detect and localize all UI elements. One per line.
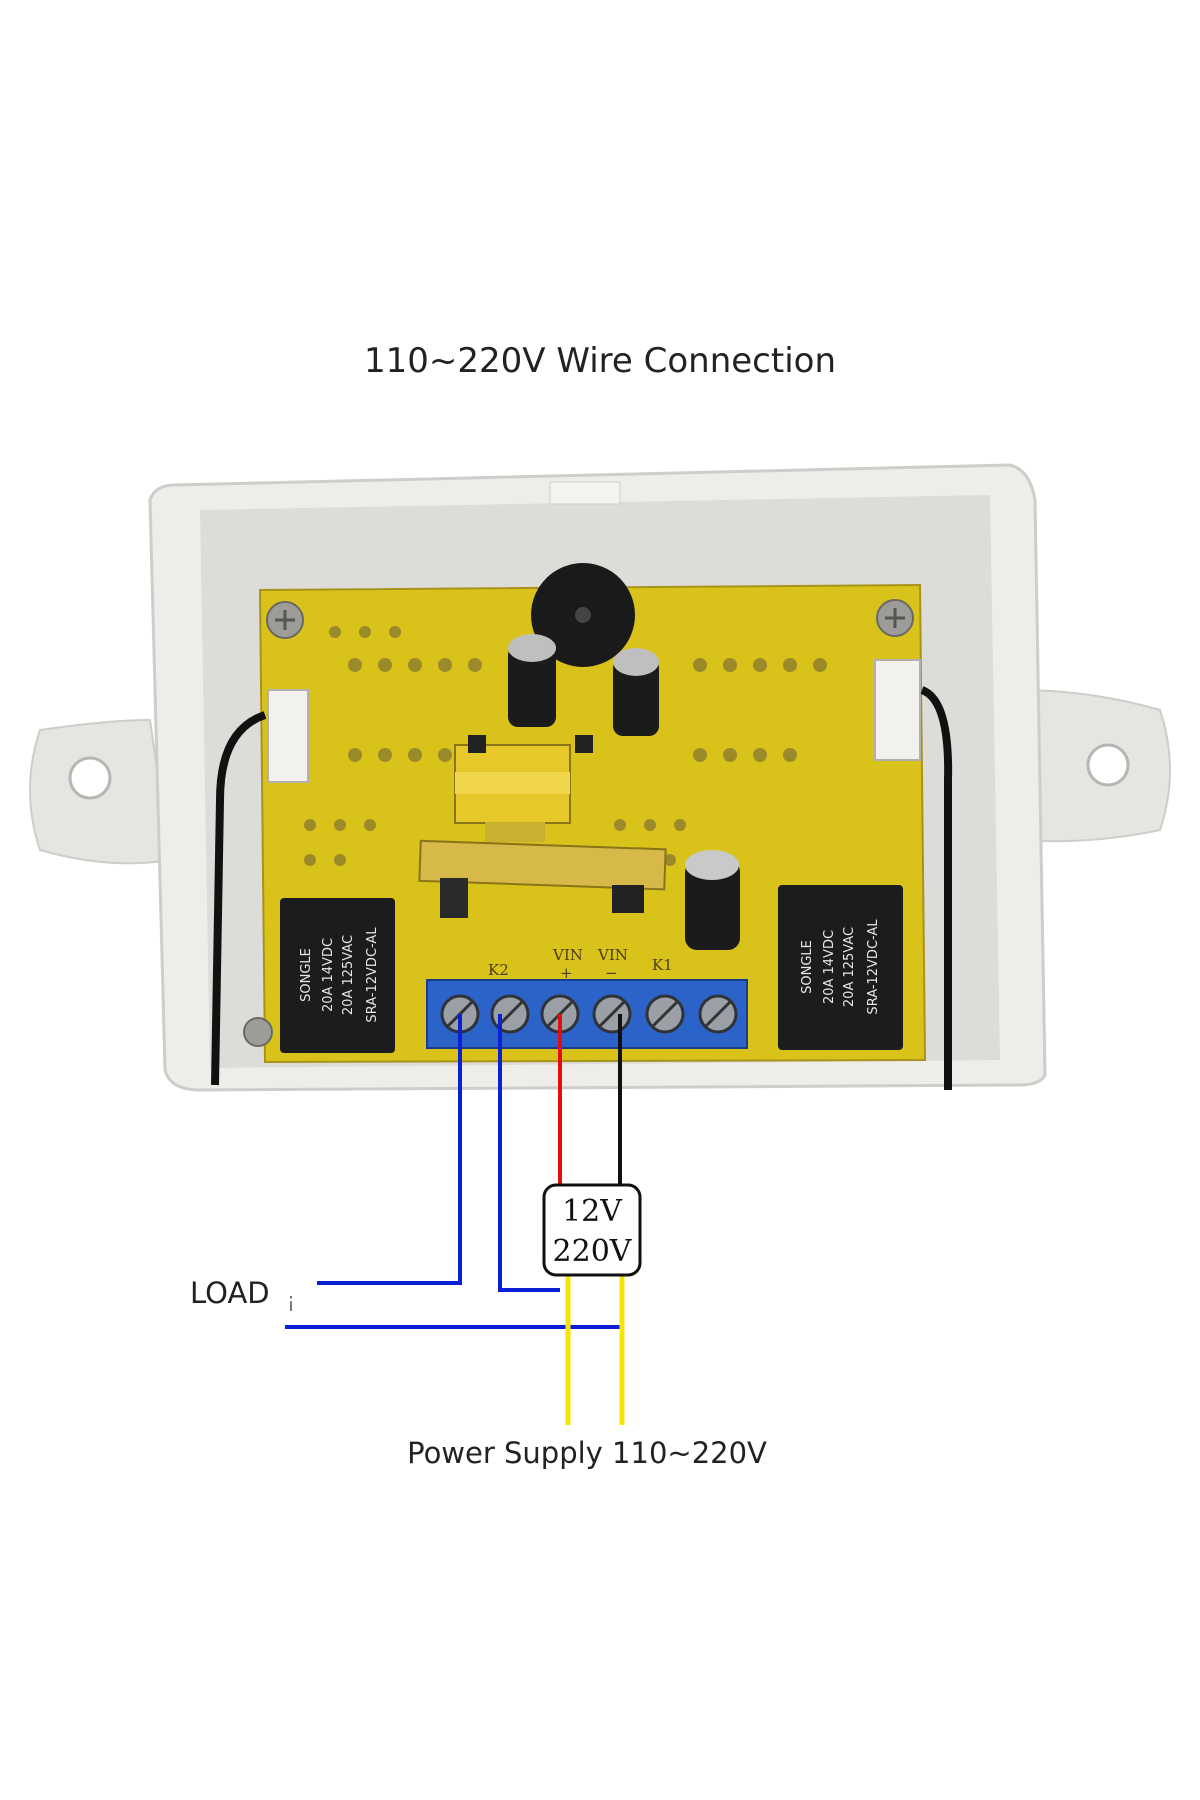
sensor-cable-left bbox=[211, 711, 267, 1086]
terminal-label-vin-plus: VIN bbox=[552, 946, 583, 964]
relay-right-brand: SONGLE bbox=[800, 940, 815, 994]
load-label: LOAD bbox=[190, 1276, 270, 1310]
terminal-block bbox=[426, 979, 748, 1049]
relay-left-model: SRA-12VDC-AL bbox=[365, 927, 380, 1023]
relay-left-spec1: 20A 14VDC bbox=[321, 938, 336, 1012]
load-wire-1 bbox=[317, 1014, 462, 1285]
load-mark: ¡ bbox=[287, 1288, 295, 1312]
transformer bbox=[454, 735, 593, 842]
diagram-title: 110~220V Wire Connection bbox=[364, 341, 836, 381]
terminal-label-k1: K1 bbox=[652, 956, 673, 974]
sensor-cable-right bbox=[920, 686, 953, 1090]
sensor-connector bbox=[267, 659, 921, 783]
pcb-screw bbox=[243, 599, 914, 1047]
relay-left-brand: SONGLE bbox=[299, 948, 314, 1002]
relay-right: SONGLE 20A 14VDC 20A 125VAC SRA-12VDC-AL bbox=[778, 885, 903, 1050]
relay-right-spec2: 20A 125VAC bbox=[842, 927, 857, 1007]
wires bbox=[285, 1014, 625, 1425]
supply-box-line1: 12V bbox=[562, 1194, 623, 1229]
power-supply-label: Power Supply 110~220V bbox=[407, 1436, 767, 1470]
terminal-label-k2: K2 bbox=[488, 961, 509, 979]
relay-right-spec1: 20A 14VDC bbox=[822, 930, 837, 1004]
solder-pads bbox=[304, 626, 827, 866]
capacitor bbox=[508, 634, 740, 950]
vin-plus-sign: + bbox=[560, 964, 573, 982]
relay-right-model: SRA-12VDC-AL bbox=[866, 919, 881, 1015]
daughter-board bbox=[418, 839, 667, 891]
supply-box-line2: 220V bbox=[553, 1234, 633, 1269]
terminal-label-vin-minus: VIN bbox=[597, 946, 628, 964]
vin-minus-sign: − bbox=[605, 964, 618, 982]
supply-voltage-box: 12V 220V bbox=[542, 1183, 642, 1277]
right-mount-hole bbox=[1086, 743, 1130, 787]
load-wire-2 bbox=[498, 1014, 560, 1292]
relay-left: SONGLE 20A 14VDC 20A 125VAC SRA-12VDC-AL bbox=[280, 898, 395, 1053]
left-mount-hole bbox=[68, 756, 112, 800]
circuit-board bbox=[211, 563, 953, 1090]
relay-left-spec2: 20A 125VAC bbox=[341, 935, 356, 1015]
